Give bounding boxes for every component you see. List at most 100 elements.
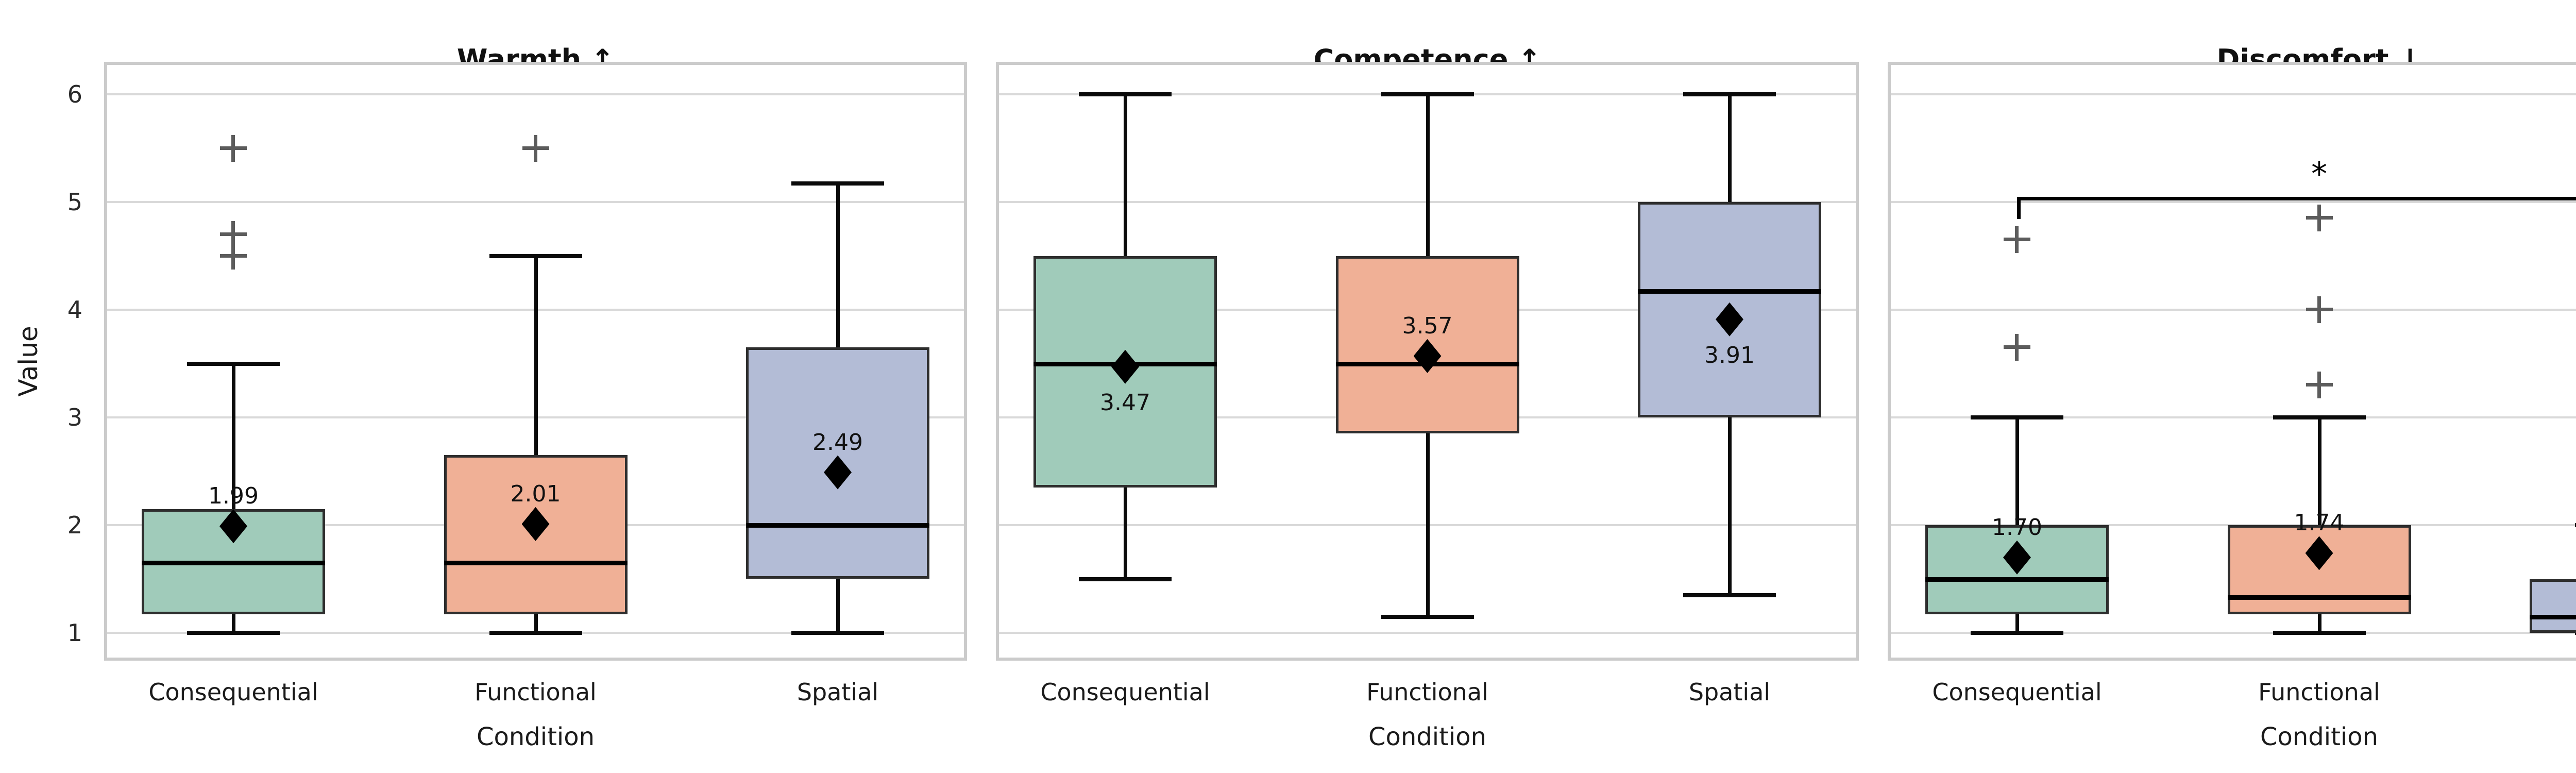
mean-label: 1.99 — [208, 483, 259, 510]
significance-bracket — [2017, 196, 2576, 220]
y-tick-label: 6 — [67, 80, 82, 108]
whisker-cap — [791, 181, 884, 186]
outlier-marker — [2306, 205, 2333, 232]
outlier-marker-bar — [2317, 372, 2321, 399]
outlier-marker — [220, 221, 247, 248]
x-tick-label: Consequential — [1040, 678, 1210, 706]
x-tick-label: Consequential — [148, 678, 318, 706]
whisker — [534, 256, 538, 456]
x-tick-label: Functional — [1366, 678, 1488, 706]
outlier-marker — [220, 242, 247, 270]
mean-label: 1.70 — [1992, 514, 2042, 541]
outlier-marker-bar — [231, 242, 235, 270]
outlier-marker-bar — [231, 221, 235, 248]
whisker-cap — [2575, 523, 2576, 527]
axes-competence: 3.47 3.57 3.91 — [996, 62, 1859, 661]
mean-label: 2.49 — [812, 429, 863, 456]
whisker-cap — [2273, 415, 2366, 419]
mean-label: 3.47 — [1100, 389, 1150, 416]
whisker-cap — [187, 631, 280, 635]
gridline — [999, 632, 1856, 634]
box — [1925, 525, 2109, 615]
median-line — [2530, 614, 2576, 619]
x-tick-label: Consequential — [1932, 678, 2102, 706]
box — [2530, 579, 2576, 633]
whisker — [836, 579, 840, 633]
outlier-marker — [2004, 334, 2030, 361]
axes-warmth: 1.99 2.01 2.49 — [104, 62, 967, 661]
whisker — [1124, 487, 1127, 579]
outlier-marker — [220, 135, 247, 162]
whisker — [1124, 94, 1127, 256]
whisker-cap — [1683, 593, 1776, 597]
whisker — [2317, 417, 2321, 525]
y-tick-label: 2 — [67, 511, 82, 539]
mean-label: 1.41 — [2544, 544, 2576, 573]
x-tick-label: Functional — [474, 678, 597, 706]
gridline — [1891, 309, 2576, 311]
median-line — [746, 523, 929, 528]
outlier-marker — [2306, 372, 2333, 399]
outlier-marker-bar — [231, 135, 235, 162]
whisker-cap — [2273, 631, 2366, 635]
median-line — [444, 561, 628, 566]
significance-star: * — [2311, 155, 2327, 193]
mean-label: 1.74 — [2294, 510, 2345, 536]
outlier-marker-bar — [2317, 296, 2321, 323]
whisker — [232, 363, 235, 509]
whisker-cap — [1971, 415, 2063, 419]
outlier-marker-bar — [2015, 226, 2019, 254]
x-tick-label: Spatial — [1688, 678, 1771, 706]
gridline — [1891, 93, 2576, 95]
x-tick-label: Functional — [2258, 678, 2380, 706]
median-line — [2227, 595, 2411, 600]
gridline — [107, 201, 964, 203]
outlier-marker-bar — [2317, 205, 2321, 232]
whisker — [836, 183, 840, 348]
axes-discomfort: 1.70 1.74 1.41 * — [1888, 62, 2576, 661]
whisker-cap — [1683, 92, 1776, 96]
whisker — [2317, 614, 2321, 633]
whisker-cap — [1079, 92, 1172, 96]
whisker-cap — [2575, 631, 2576, 635]
mean-label: 2.01 — [510, 480, 561, 507]
x-axis-label-discomfort: Condition — [2260, 722, 2379, 751]
x-tick-label: Spatial — [796, 678, 879, 706]
gridline — [1891, 201, 2576, 203]
whisker-cap — [1971, 631, 2063, 635]
median-line — [142, 561, 325, 566]
y-tick-label: 3 — [67, 404, 82, 431]
gridline — [107, 93, 964, 95]
whisker-cap — [489, 631, 582, 635]
whisker-cap — [1381, 614, 1474, 619]
whisker-cap — [187, 361, 280, 366]
y-tick-label: 5 — [67, 188, 82, 216]
whisker — [1426, 433, 1430, 617]
whisker-cap — [1079, 577, 1172, 581]
whisker — [1728, 94, 1732, 202]
y-tick-label: 4 — [67, 296, 82, 324]
x-axis-label-warmth: Condition — [476, 722, 595, 751]
outlier-marker-bar — [533, 135, 537, 162]
gridline — [1891, 416, 2576, 418]
outlier-marker — [2306, 296, 2333, 323]
mean-label: 3.91 — [1704, 342, 1755, 368]
x-axis-label-competence: Condition — [1368, 722, 1487, 751]
y-tick-label: 1 — [67, 619, 82, 647]
whisker — [2015, 614, 2019, 633]
gridline — [1891, 632, 2576, 634]
outlier-marker — [2004, 226, 2030, 254]
median-line — [1925, 577, 2109, 582]
median-line — [1638, 289, 1821, 294]
mean-label: 3.57 — [1402, 312, 1453, 339]
whisker-cap — [489, 254, 582, 258]
whisker-cap — [1381, 92, 1474, 96]
x-tick-label: Spatial — [2467, 676, 2576, 709]
whisker — [232, 614, 235, 633]
whisker — [1426, 94, 1430, 256]
whisker-cap — [791, 631, 884, 635]
outlier-marker — [522, 135, 549, 162]
whisker — [534, 614, 538, 633]
outlier-marker-bar — [2015, 334, 2019, 361]
